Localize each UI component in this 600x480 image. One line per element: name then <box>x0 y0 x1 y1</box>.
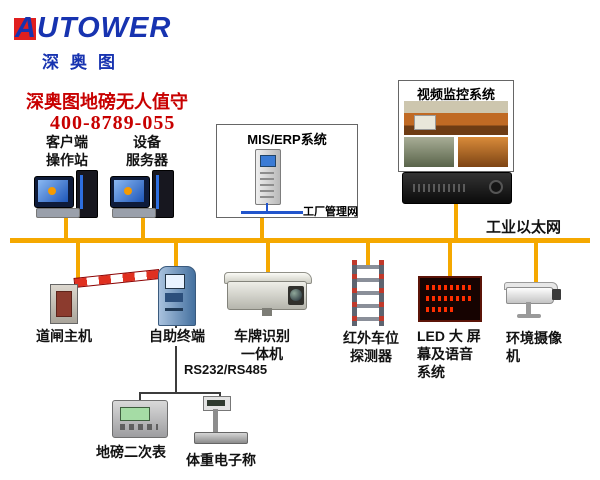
cable-line <box>139 392 141 402</box>
pc-monitor-icon <box>110 176 150 208</box>
pc-tower-icon <box>152 170 174 218</box>
surveillance-thumbnail <box>458 137 508 167</box>
lpr-camera-label: 车牌识别 一体机 <box>234 328 290 362</box>
connector-line <box>448 243 452 277</box>
scale-platform <box>194 432 248 444</box>
weighing-indicator-label: 地磅二次表 <box>96 444 166 460</box>
pc-monitor-icon <box>34 176 74 208</box>
surveillance-thumbnail <box>404 101 508 135</box>
pc-tower-icon <box>76 170 98 218</box>
pc-screen <box>114 180 144 202</box>
led-text-row <box>426 285 474 290</box>
infrared-detector-label: 红外车位 探测器 <box>343 330 399 364</box>
camera-lens-icon <box>552 289 561 300</box>
infrared-detector-icon <box>348 260 388 330</box>
cctv-camera-icon <box>502 274 572 326</box>
indicator-screen <box>120 407 150 421</box>
connector-line <box>454 202 458 238</box>
platform-scale-icon <box>194 396 250 446</box>
kiosk-slot <box>165 308 183 311</box>
led-screen-icon <box>418 276 482 322</box>
camera-bracket <box>526 302 531 314</box>
video-surveillance-title: 视频监控系统 <box>416 87 495 102</box>
barrier-arm-icon <box>73 269 161 288</box>
rs232-rs485-label: RS232/RS485 <box>182 362 270 379</box>
detector-rail <box>379 260 384 326</box>
connector-line <box>266 243 270 279</box>
scale-pole <box>213 409 218 432</box>
detector-rail <box>352 260 357 326</box>
factory-network-label: 工厂管理网 <box>303 206 358 218</box>
lpr-mount <box>262 308 272 316</box>
pc-keyboard-icon <box>36 208 80 218</box>
led-system-label: LED 大 屏 幕及语音 系统 <box>417 328 481 380</box>
kiosk-icon <box>156 266 196 326</box>
phone-number: 400-8789-055 <box>50 112 176 134</box>
weighing-indicator-icon <box>112 400 170 440</box>
cable-line <box>139 392 221 394</box>
surveillance-thumbnail <box>404 137 454 167</box>
camera-base <box>517 314 541 318</box>
detector-rungs <box>357 265 379 323</box>
lpr-housing <box>227 281 307 310</box>
kiosk-label: 自助终端 <box>148 328 206 346</box>
kiosk-keypad <box>165 293 183 302</box>
logo-subtitle: 深奥图 <box>42 53 126 72</box>
connector-line <box>174 243 178 269</box>
mis-erp-title: MIS/ERP系统 <box>247 132 327 147</box>
page-title: 深奥图地磅无人值守 <box>26 92 188 112</box>
equipment-server-icon <box>110 170 176 218</box>
lpr-camera-icon <box>224 272 314 322</box>
indicator-buttons <box>120 424 158 430</box>
ethernet-bus-label: 工业以太网 <box>486 219 562 236</box>
platform-scale-label: 体重电子称 <box>186 452 256 468</box>
led-text-row <box>426 296 474 301</box>
cable-line <box>175 324 177 392</box>
led-text-row <box>426 307 456 312</box>
client-workstation-icon <box>34 170 100 218</box>
barrier-gate-icon <box>44 262 164 324</box>
pc-screen <box>38 180 68 202</box>
mis-erp-box: MIS/ERP系统 工厂管理网 <box>216 124 358 218</box>
connector-line <box>260 216 264 238</box>
server-tower-icon <box>255 149 281 205</box>
environment-camera-label: 环境摄像 机 <box>506 330 562 364</box>
barrier-gate-label: 道闸主机 <box>36 328 92 344</box>
pc-keyboard-icon <box>112 208 156 218</box>
barrier-cabinet-icon <box>50 284 78 324</box>
connector-line <box>64 214 68 238</box>
autower-logo: AUTOWER 深奥图 <box>14 10 204 72</box>
connector-line <box>141 214 145 238</box>
client-workstation-label: 客户端 操作站 <box>46 134 88 168</box>
lan-line <box>266 203 268 211</box>
lan-line <box>241 211 303 214</box>
kiosk-screen <box>165 274 185 289</box>
logo-red-square-icon <box>14 18 36 40</box>
dvr-icon <box>402 172 512 204</box>
logo-brand-text: AUTOWER <box>15 12 172 44</box>
connector-line <box>534 243 538 283</box>
connector-line <box>76 243 80 285</box>
connector-line <box>366 243 370 265</box>
ethernet-bus <box>10 238 590 243</box>
lpr-lens-icon <box>288 286 304 305</box>
video-surveillance-box: 视频监控系统 <box>398 80 514 172</box>
equipment-server-label: 设备 服务器 <box>126 134 168 168</box>
